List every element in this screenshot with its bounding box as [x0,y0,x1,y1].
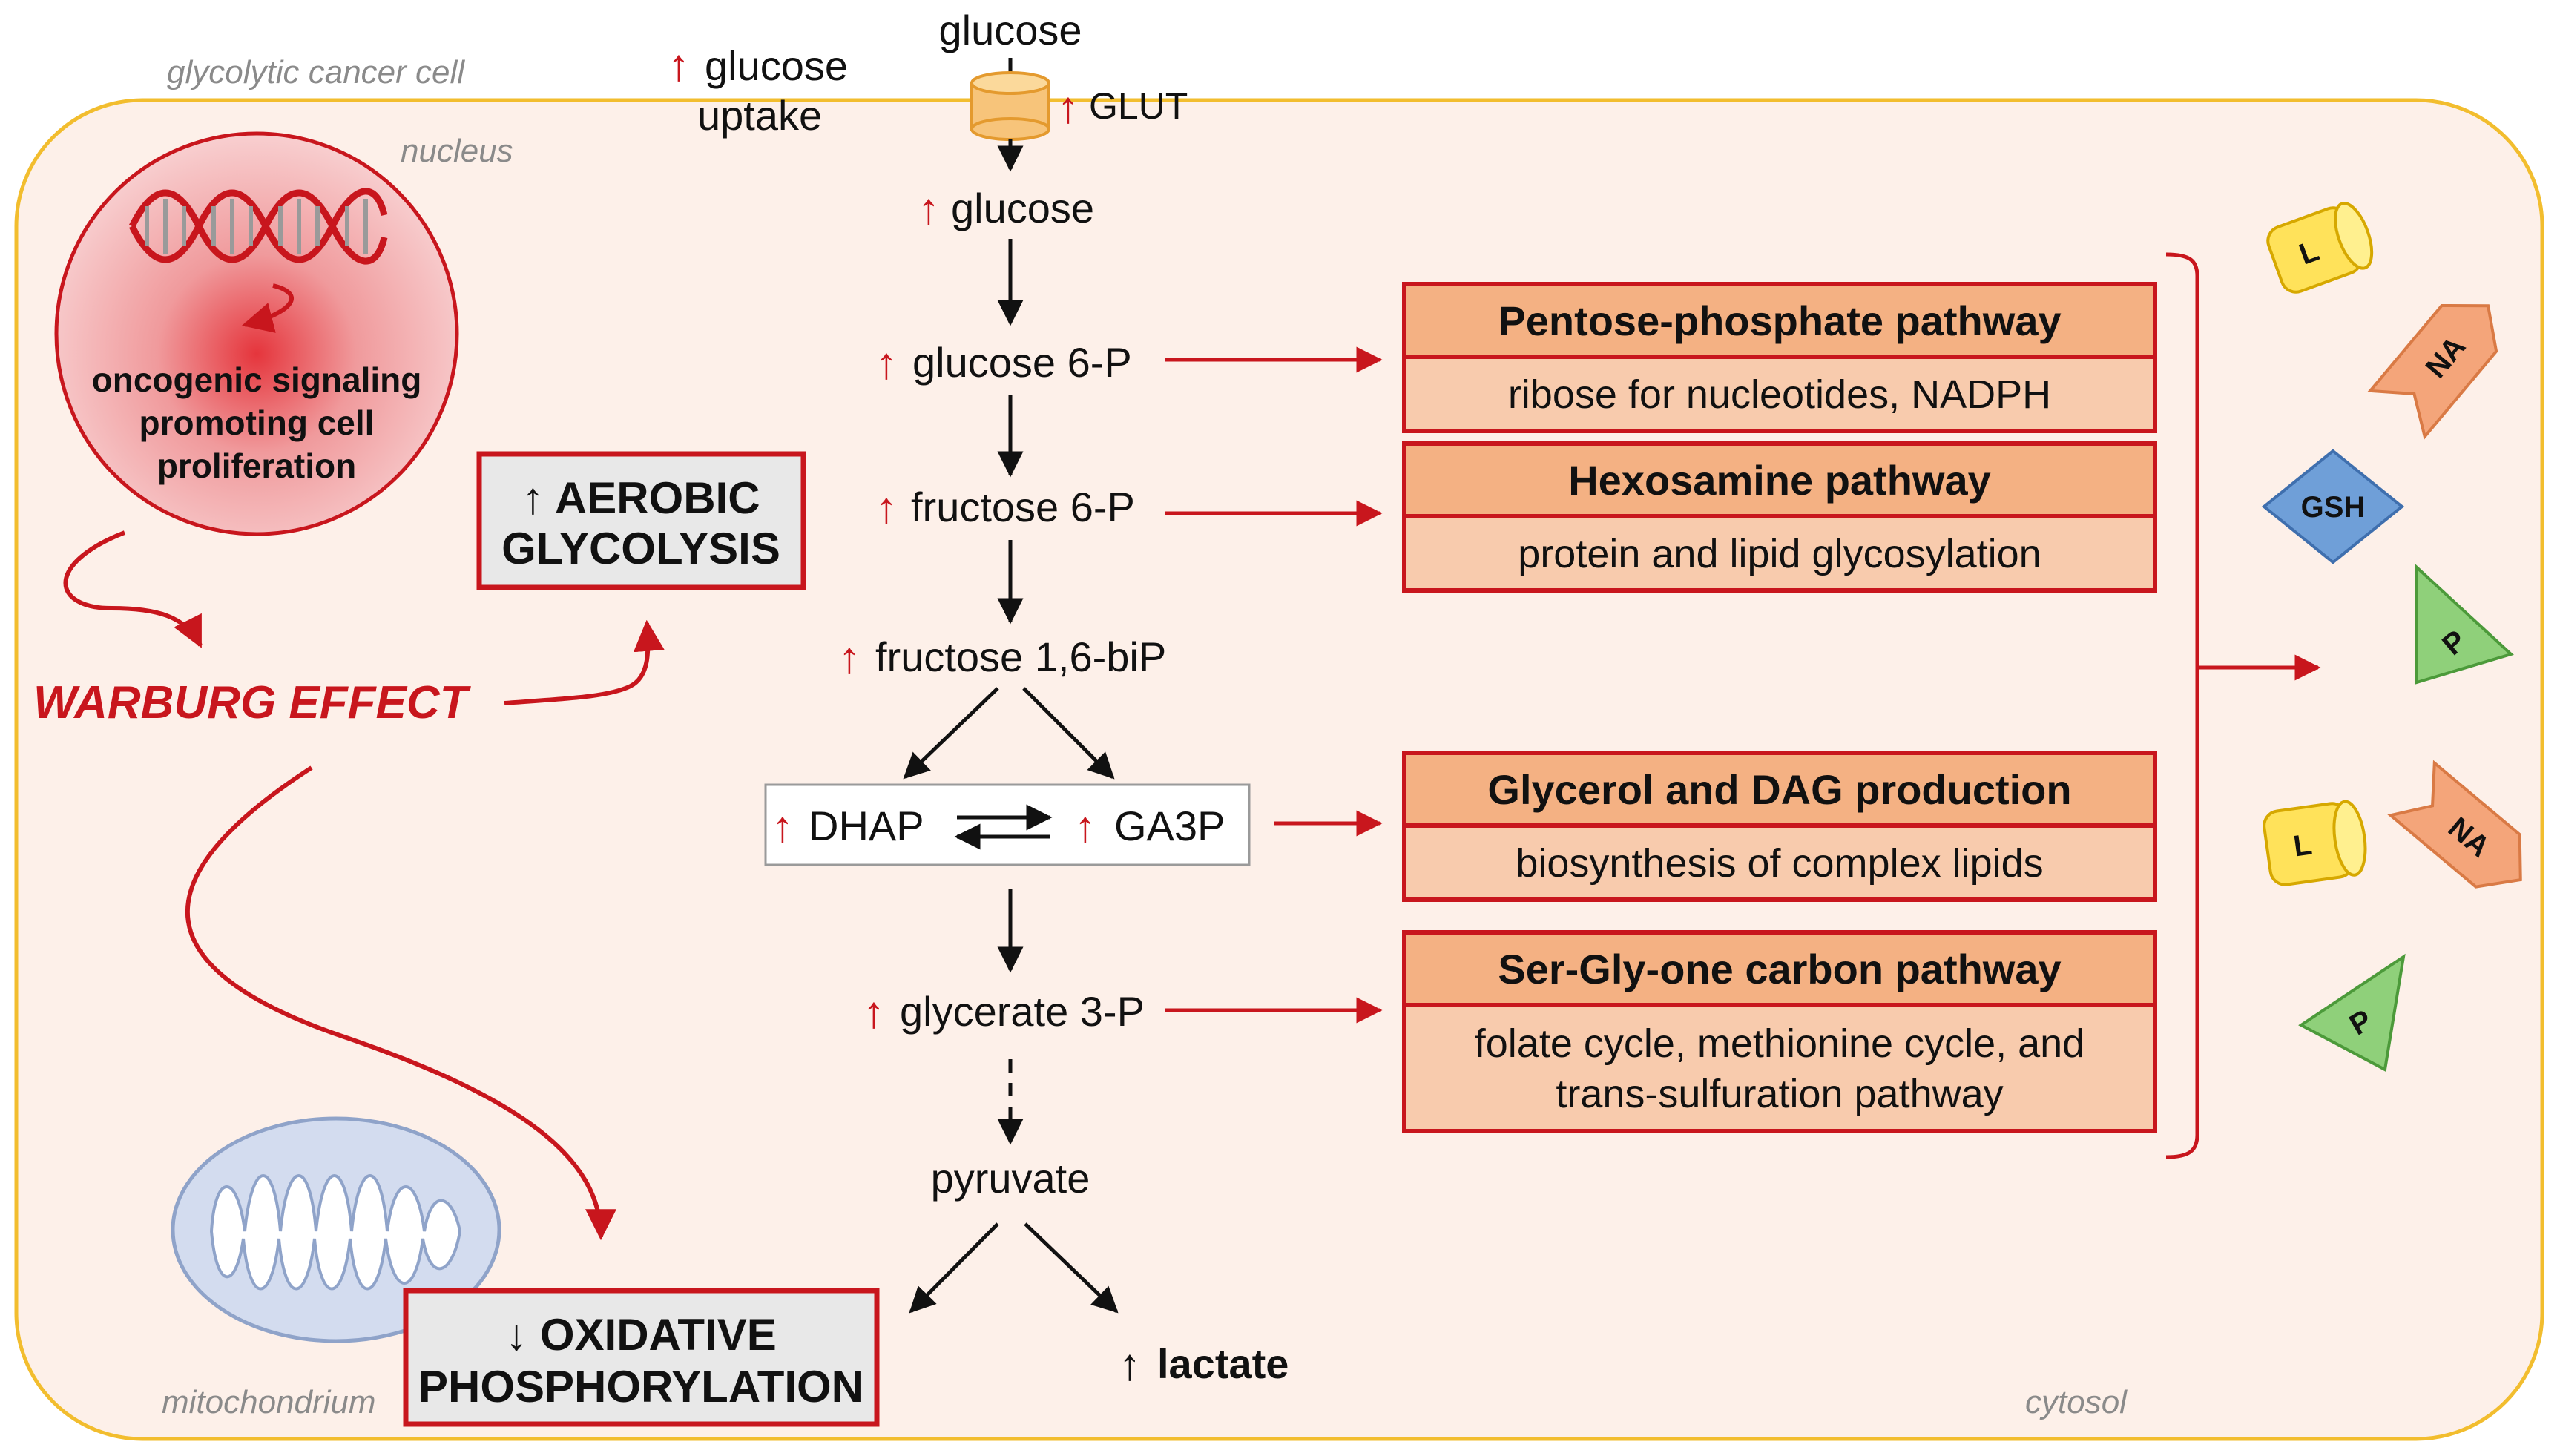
aerobic-line1: ↑ AEROBIC [521,473,760,523]
g3p-up-arrow: ↑ [863,987,885,1037]
oxphos-line1: ↓ OXIDATIVE [505,1310,777,1360]
fructose-1-6-bisphosphate: fructose 1,6-biP [875,633,1166,680]
cell-label: glycolytic cancer cell [167,54,465,90]
fbp-up-arrow: ↑ [838,633,861,682]
glut-transporter-icon [970,71,1050,141]
pathway-hexosamine: Hexosamine pathway protein and lipid gly… [1402,441,2157,593]
glucose-uptake-line2: uptake [697,92,822,139]
glucose-extracellular: glucose [938,7,1082,53]
glucose-intracellular: glucose [951,185,1094,231]
nucleus-text-line2: promoting cell [139,403,375,442]
pathway-desc: biosynthesis of complex lipids [1516,841,2043,886]
pathway-glycerol-dag: Glycerol and DAG production biosynthesis… [1402,751,2157,902]
glucose-6-phosphate: glucose 6-P [912,339,1132,386]
f6p-up-arrow: ↑ [875,483,898,533]
warburg-effect: WARBURG EFFECT [33,677,472,728]
pathway-desc: folate cycle, methionine cycle, and [1475,1021,2084,1066]
pathway-desc: ribose for nucleotides, NADPH [1508,372,2051,417]
nucleus: oncogenic signaling promoting cell proli… [54,131,459,536]
pathway-ser-gly-one-carbon: Ser-Gly-one carbon pathway folate cycle,… [1402,930,2157,1133]
ga3p-up-arrow: ↑ [1074,802,1096,851]
nucleus-text-line1: oncogenic signaling [92,360,422,399]
mitochondrion [171,1116,501,1343]
glut-label: GLUT [1089,85,1188,127]
glut-up-arrow: ↑ [1057,82,1079,132]
lactate-up-arrow: ↑ [1119,1340,1141,1389]
pathway-title: Pentose-phosphate pathway [1498,297,2061,344]
pathway-title: Hexosamine pathway [1568,457,1991,504]
signal-arrow [241,283,294,333]
pathway-desc: trans-sulfuration pathway [1556,1072,2003,1116]
protein-icon: P [2298,953,2406,1073]
glucose-uptake-up-arrow: ↑ [668,40,690,90]
glutathione-icon: GSH [2261,449,2405,564]
pathways-bracket [2165,252,2199,1159]
pyruvate: pyruvate [931,1155,1090,1202]
glutathione-label: GSH [2301,491,2366,524]
dna-icon [128,188,388,265]
warburg-curve-to-aerobic [504,619,665,705]
glucose-up-arrow: ↑ [918,184,940,234]
pathway-desc: protein and lipid glycosylation [1518,532,2041,576]
nucleic-acid-icon: NA [2387,760,2522,889]
triose-phosphate-box [764,783,1251,866]
lipid-label: L [2291,829,2314,863]
pathway-pentose-phosphate: Pentose-phosphate pathway ribose for nuc… [1402,282,2157,433]
pathway-title: Glycerol and DAG production [1487,766,2071,813]
oxphos-box: ↓ OXIDATIVE PHOSPHORYLATION [403,1288,880,1427]
ga3p: GA3P [1114,803,1225,849]
warburg-curve-from-nucleus [63,530,203,648]
lipid-icon: L [2266,202,2374,294]
protein-icon: P [2415,564,2514,685]
warburg-curve-to-oxphos [185,765,616,1241]
nucleus-text-line3: proliferation [157,447,356,485]
aerobic-line2: GLYCOLYSIS [501,524,780,573]
cytosol-label: cytosol [2025,1384,2128,1420]
glycerate-3-phosphate: glycerate 3-P [900,988,1145,1035]
nucleus-label: nucleus [401,133,513,169]
dhap: DHAP [809,803,924,849]
lipid-icon: L [2263,800,2367,886]
g6p-up-arrow: ↑ [875,338,898,388]
nucleic-acid-icon: NA [2367,304,2498,440]
pathway-title: Ser-Gly-one carbon pathway [1498,946,2061,992]
dhap-up-arrow: ↑ [771,802,794,851]
aerobic-glycolysis-box: ↑ AEROBIC GLYCOLYSIS [476,451,806,590]
lactate: lactate [1157,1340,1289,1387]
fructose-6-phosphate: fructose 6-P [911,484,1135,530]
glucose-uptake-line1: glucose [705,42,848,89]
oxphos-line2: PHOSPHORYLATION [418,1362,863,1411]
mitochondrium-label: mitochondrium [162,1384,376,1420]
